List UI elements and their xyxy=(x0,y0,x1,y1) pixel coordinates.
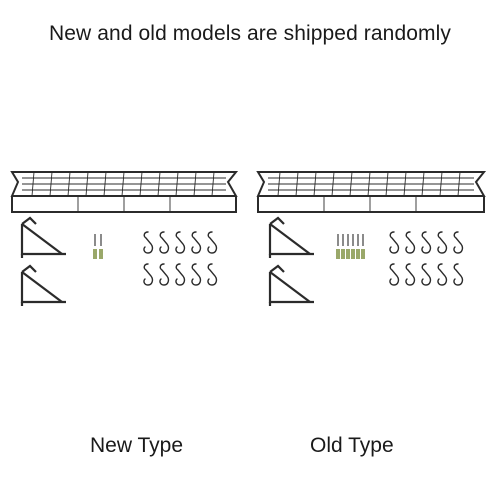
old-type-set xyxy=(256,171,487,308)
headline: New and old models are shipped randomly xyxy=(49,22,451,45)
bracket-pair xyxy=(20,216,68,308)
screw-anchor-set xyxy=(93,234,103,259)
wire-shelf xyxy=(256,171,487,213)
s-hook-set xyxy=(143,231,218,286)
s-hook-set xyxy=(389,231,464,286)
screw-anchor-set xyxy=(336,234,365,259)
wire-shelf xyxy=(10,171,239,213)
old-type-caption: Old Type xyxy=(310,434,394,457)
new-type-caption: New Type xyxy=(90,434,183,457)
new-type-set xyxy=(10,171,239,308)
bracket-pair xyxy=(268,216,316,308)
